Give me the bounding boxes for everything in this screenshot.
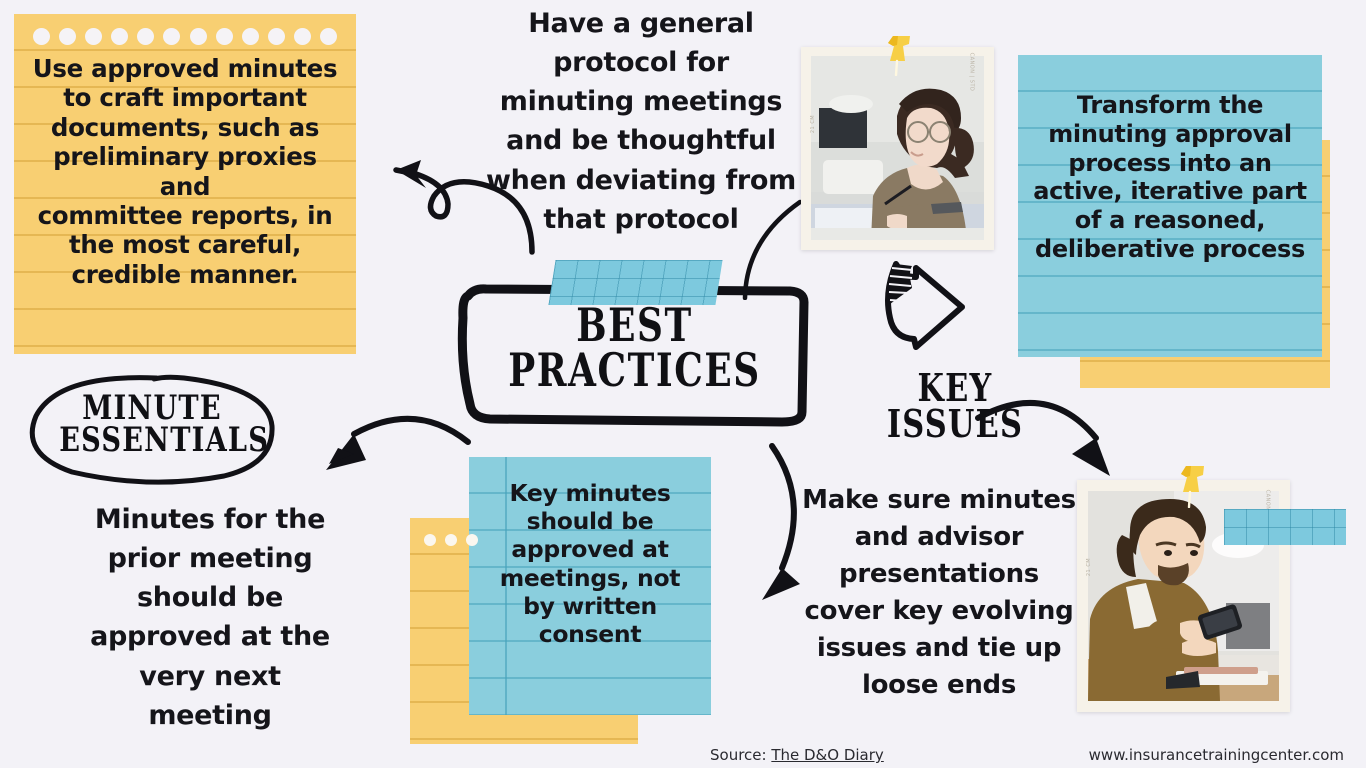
photo-image-woman bbox=[811, 56, 984, 240]
sticky-note-transform-minuting-approval: Transform the minuting approval process … bbox=[1018, 55, 1322, 357]
photo-woman-writing-notes: 21 CM CANON | STD bbox=[801, 47, 994, 250]
sticky-note-text: Use approved minutes to craft important … bbox=[32, 54, 338, 289]
best-practices-box bbox=[452, 272, 817, 430]
note-punch-holes bbox=[14, 28, 356, 45]
arrow-curly-up-left bbox=[393, 160, 535, 255]
hand-drawn-frame bbox=[457, 284, 809, 427]
note-margin-line bbox=[505, 457, 507, 715]
text-minutes-prior-meeting: Minutes for the prior meeting should be … bbox=[90, 504, 330, 731]
source-credit: Source: The D&O Diary bbox=[710, 746, 884, 764]
sticky-note-text: Transform the minuting approval process … bbox=[1033, 91, 1307, 263]
sticky-note-key-minutes-approved: Key minutes should be approved at meetin… bbox=[469, 457, 711, 715]
pushpin-icon-photo1 bbox=[888, 36, 910, 76]
best-practices-title: BEST PRACTICES bbox=[508, 298, 761, 398]
connector-line-box-to-photo1 bbox=[742, 199, 803, 300]
source-prefix: Source: bbox=[710, 746, 772, 764]
arrow-curved-down-left-2 bbox=[762, 443, 800, 600]
washi-tape-center bbox=[548, 260, 723, 305]
text-general-protocol: Have a general protocol for minuting mee… bbox=[486, 8, 796, 235]
website-url[interactable]: www.insurancetrainingcenter.com bbox=[1088, 746, 1344, 764]
washi-tape-photo2 bbox=[1224, 509, 1346, 545]
note-three-dots bbox=[424, 534, 478, 546]
film-edge-label: 21 CM bbox=[1086, 557, 1093, 577]
pushpin-icon-photo2 bbox=[1181, 466, 1204, 508]
film-edge-label: 21 CM bbox=[810, 114, 817, 134]
hand-drawn-oval-minute-essentials bbox=[29, 374, 275, 485]
film-edge-label: CANON | STD bbox=[968, 52, 975, 92]
label-key-issues: KEY ISSUES bbox=[886, 365, 1024, 447]
sticky-note-use-approved-minutes: Use approved minutes to craft important … bbox=[14, 14, 356, 354]
block-arrow-right-icon bbox=[885, 261, 965, 350]
arrow-curved-down-right bbox=[975, 400, 1110, 476]
arrow-curved-down-left-1 bbox=[326, 415, 471, 470]
sticky-note-text: Key minutes should be approved at meetin… bbox=[499, 479, 681, 648]
label-minute-essentials: MINUTE ESSENTIALS bbox=[59, 388, 270, 461]
text-make-sure-minutes: Make sure minutes and advisor presentati… bbox=[802, 485, 1076, 700]
source-link[interactable]: The D&O Diary bbox=[771, 746, 884, 764]
